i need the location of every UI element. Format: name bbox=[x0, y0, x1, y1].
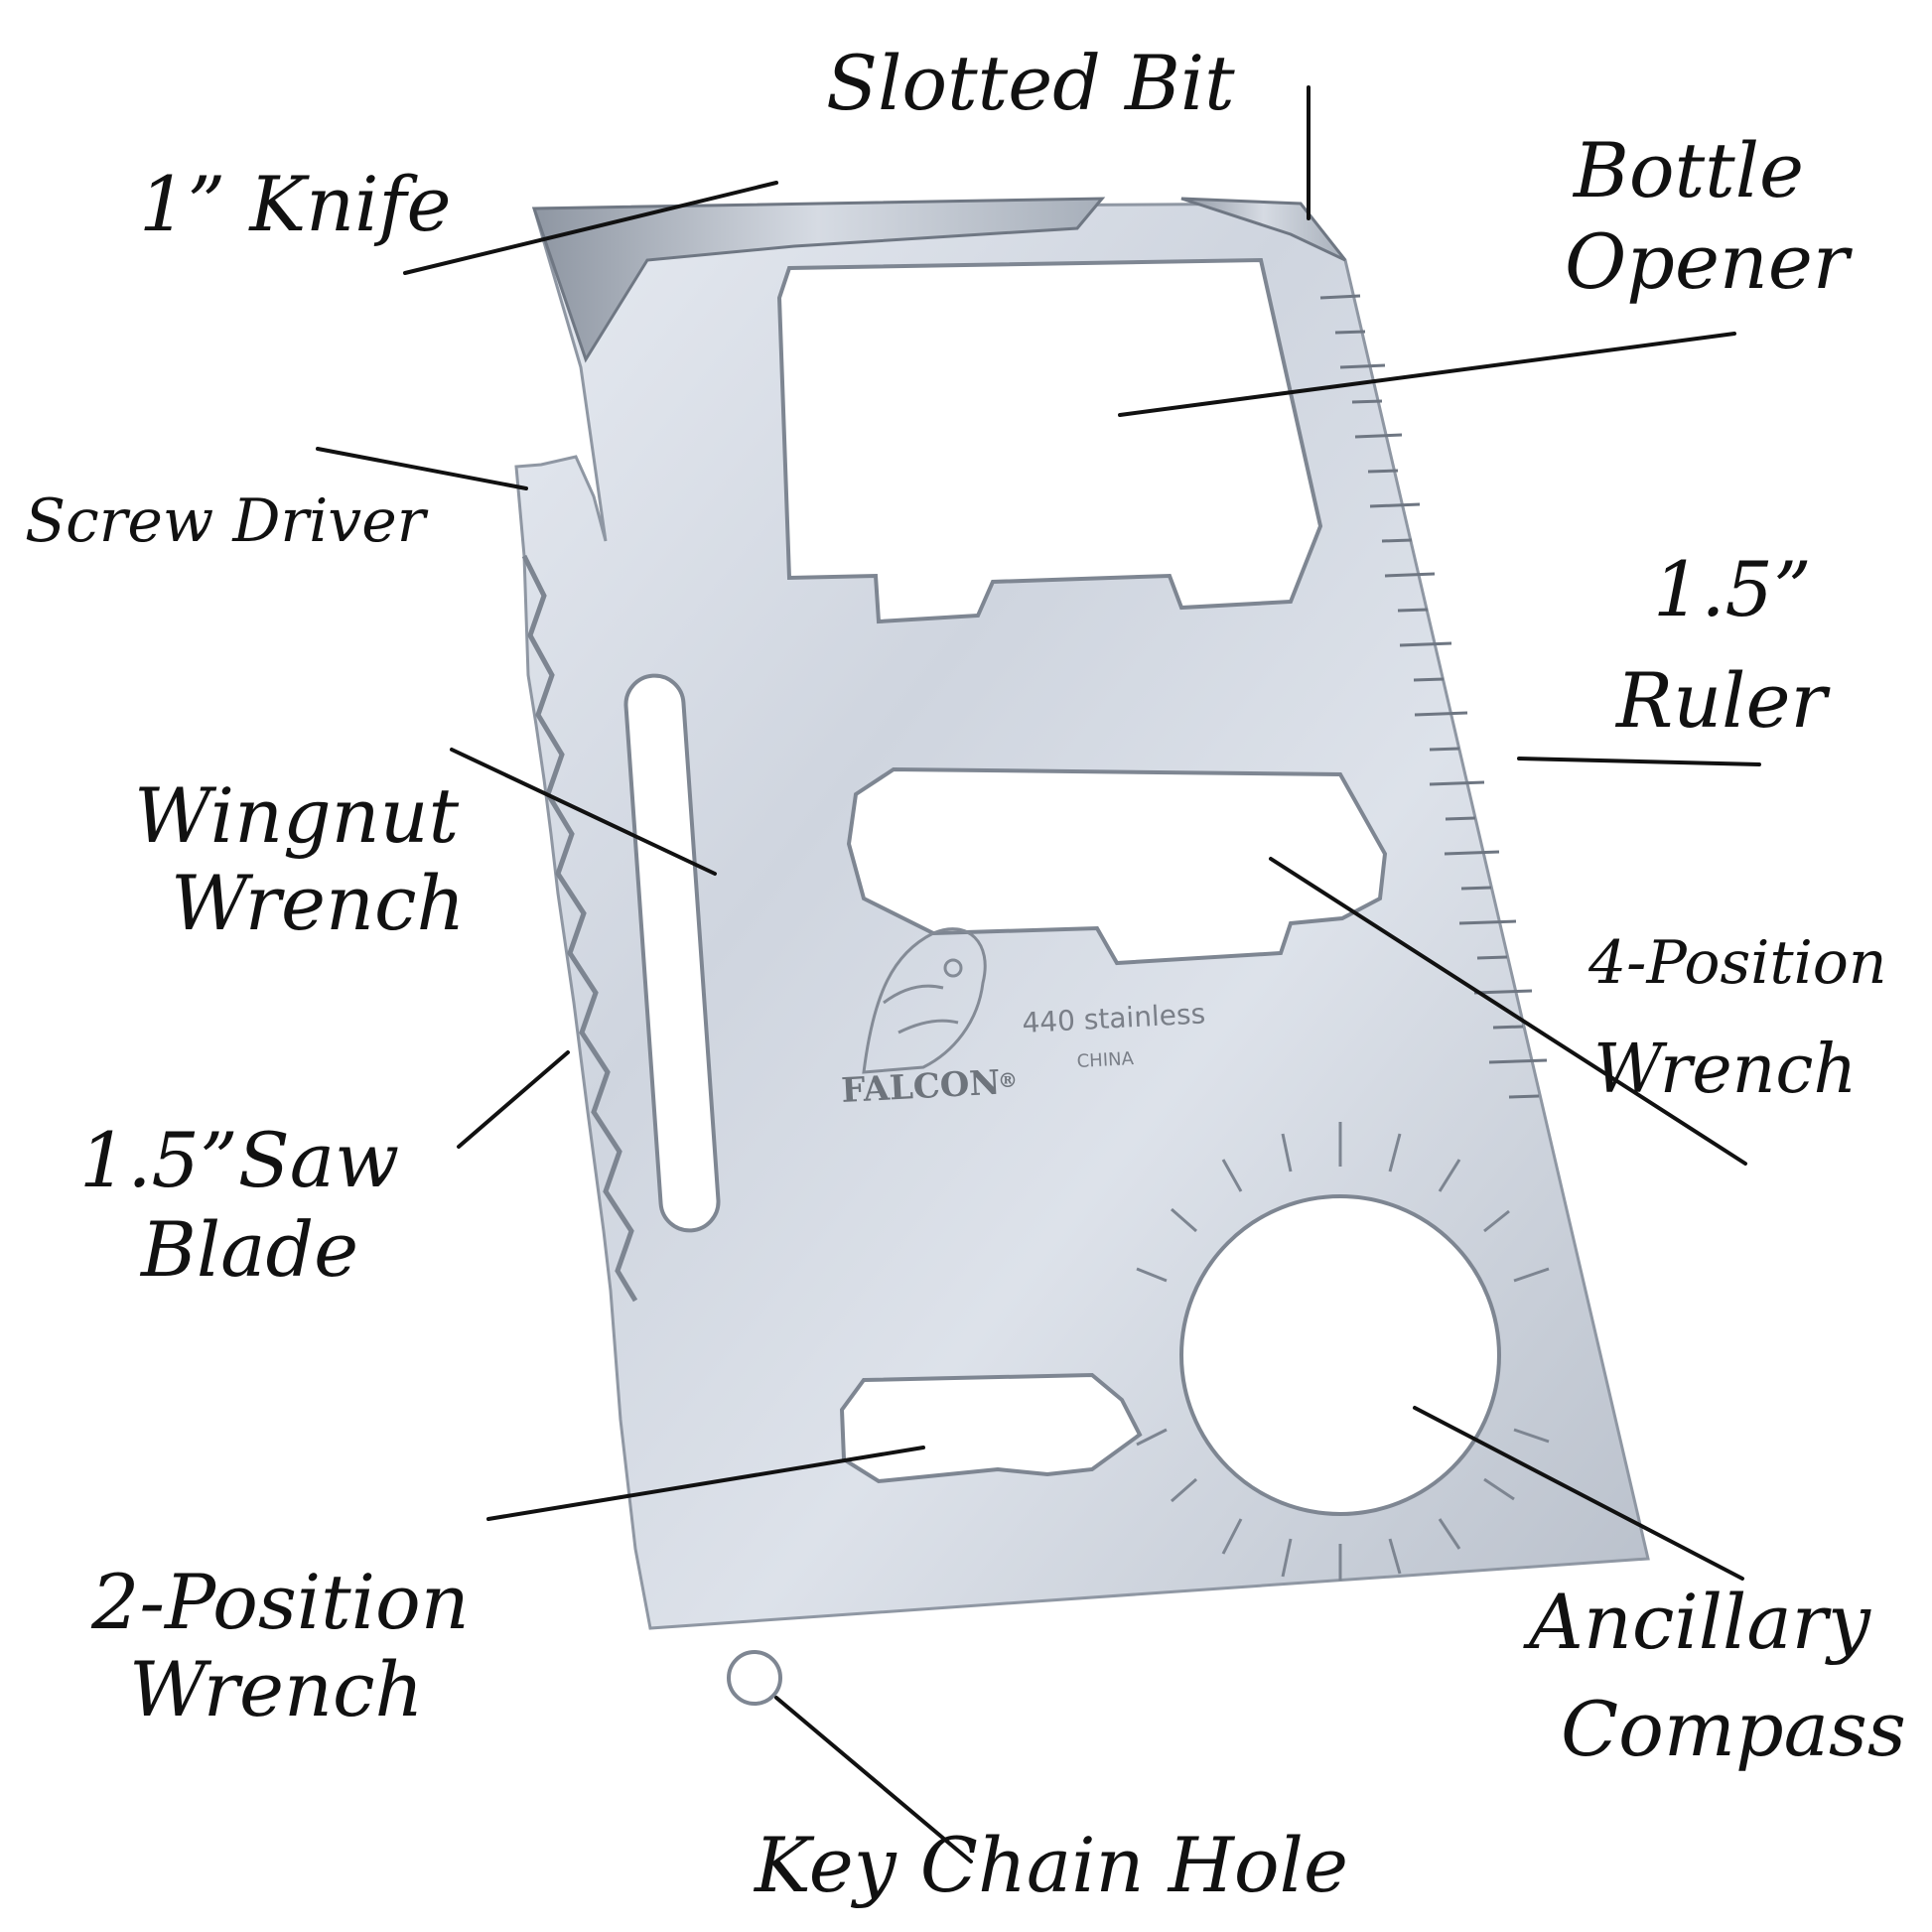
multitool-card: FALCON ® 440 stainless CHINA bbox=[514, 197, 1650, 1706]
leader-wingnut-wrench bbox=[450, 748, 717, 876]
saw-blade-teeth bbox=[521, 554, 638, 1303]
label-compass-line1: Ancillary bbox=[1523, 1578, 1871, 1666]
label-wingnut-wrench-line2: Wrench bbox=[171, 859, 465, 947]
four-position-wrench-cutout bbox=[846, 766, 1388, 966]
two-position-wrench-cutout bbox=[839, 1372, 1143, 1484]
label-key-chain-hole: Key Chain Hole bbox=[753, 1821, 1348, 1909]
label-four-position-wrench-line2: Wrench bbox=[1593, 1031, 1857, 1109]
label-slotted-bit: Slotted Bit bbox=[826, 39, 1235, 127]
slotted-bit-edge bbox=[1180, 197, 1347, 262]
bottle-opener-cutout bbox=[776, 257, 1323, 624]
stamp-brand: FALCON bbox=[840, 1063, 1001, 1111]
leader-saw-blade bbox=[457, 1050, 570, 1149]
label-four-position-wrench-line1: 4-Position bbox=[1587, 928, 1887, 998]
leader-ruler bbox=[1517, 757, 1761, 766]
leader-four-position-wrench bbox=[1269, 857, 1747, 1166]
ruler-ticks bbox=[1319, 294, 1548, 1099]
label-knife: 1” Knife bbox=[139, 160, 452, 248]
wingnut-wrench-slot bbox=[623, 673, 721, 1233]
label-wingnut-wrench-line1: Wingnut bbox=[134, 771, 460, 860]
label-ruler-line2: Ruler bbox=[1614, 656, 1831, 745]
leader-key-chain bbox=[774, 1696, 973, 1863]
label-bottle-opener-line1: Bottle bbox=[1572, 126, 1804, 214]
label-bottle-opener-line2: Opener bbox=[1565, 217, 1854, 306]
leader-bottle-opener bbox=[1118, 332, 1736, 417]
feature-labels: Slotted Bit 1” Knife Bottle Opener Screw… bbox=[25, 39, 1906, 1909]
leader-screw-driver bbox=[316, 447, 528, 490]
compass-ticks bbox=[1136, 1122, 1550, 1581]
label-saw-blade-line2: Blade bbox=[139, 1205, 358, 1294]
leader-two-position-wrench bbox=[486, 1446, 925, 1521]
leader-knife bbox=[403, 181, 778, 275]
leader-compass bbox=[1413, 1406, 1744, 1581]
stamp-registered: ® bbox=[998, 1068, 1018, 1092]
compass-hole bbox=[1179, 1194, 1501, 1516]
label-compass-line2: Compass bbox=[1561, 1685, 1906, 1773]
stamp-origin: CHINA bbox=[1076, 1048, 1135, 1072]
label-two-position-wrench-line2: Wrench bbox=[129, 1645, 423, 1733]
key-chain-hole bbox=[727, 1650, 782, 1706]
label-saw-blade-line1: 1.5”Saw bbox=[79, 1116, 399, 1204]
label-ruler-line1: 1.5” bbox=[1653, 545, 1812, 633]
leader-lines bbox=[316, 85, 1761, 1863]
knife-edge bbox=[531, 197, 1106, 363]
falcon-logo bbox=[862, 927, 987, 1074]
label-screw-driver: Screw Driver bbox=[25, 486, 429, 556]
label-two-position-wrench-line1: 2-Position bbox=[90, 1558, 470, 1646]
